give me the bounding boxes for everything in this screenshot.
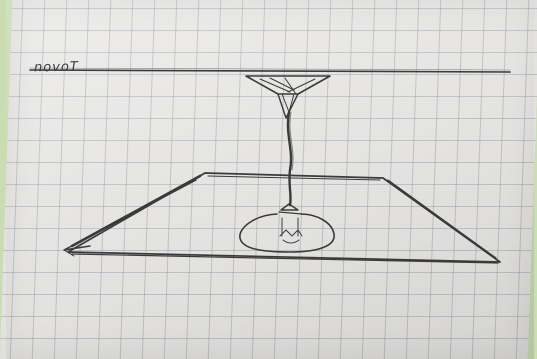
bulb-socket: [281, 204, 298, 210]
sketch-label: novoT: [34, 60, 79, 76]
light-bulb: [240, 214, 334, 252]
ceiling-line: [30, 70, 510, 72]
lamp-shade: [68, 173, 500, 262]
